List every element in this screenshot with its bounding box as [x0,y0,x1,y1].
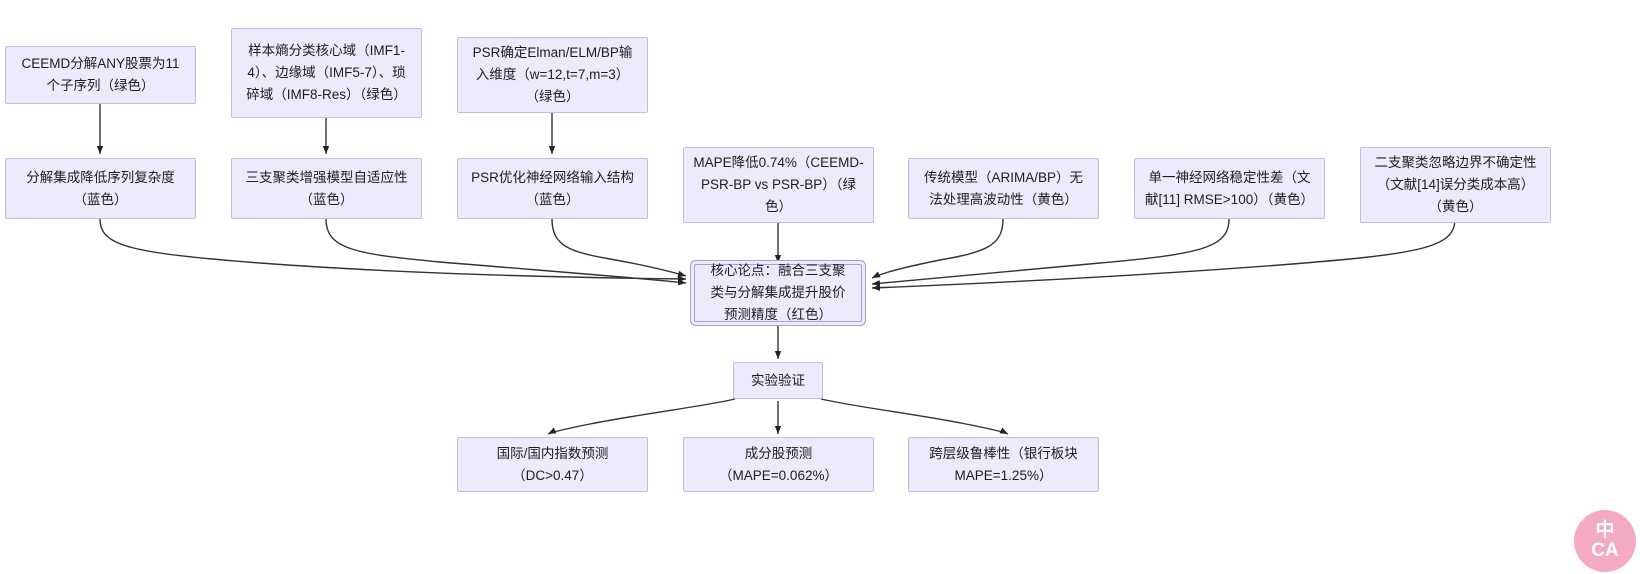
node-psr-structure[interactable]: PSR优化神经网络输入结构（蓝色） [457,158,648,219]
node-cross-layer-robust-label: 跨层级鲁棒性（银行板块MAPE=1.25%） [929,445,1078,483]
watermark-badge: 中 CA [1574,510,1636,572]
node-cross-layer-robust[interactable]: 跨层级鲁棒性（银行板块MAPE=1.25%） [908,437,1099,492]
node-constituent-forecast-label: 成分股预测（MAPE=0.062%） [719,445,838,483]
node-psr-dim-label: PSR确定Elman/ELM/BP输入维度（w=12,t=7,m=3）（绿色） [472,45,633,104]
node-single-nn-unstable-label: 单一神经网络稳定性差（文献[11] RMSE>100）（黄色） [1145,169,1314,207]
node-threeway-adaptive-label: 三支聚类增强模型自适应性（蓝色） [245,169,408,207]
edge-decomp-to-core [99,218,687,283]
node-ceemd-label: CEEMD分解ANY股票为11个子序列（绿色） [21,56,180,93]
node-experiment-label: 实验验证 [751,372,805,388]
node-sampen-label: 样本熵分类核心域（IMF1-4）、边缘域（IMF5-7）、琐碎域（IMF8-Re… [246,43,407,102]
node-decomp-complexity-label: 分解集成降低序列复杂度（蓝色） [26,169,175,207]
node-ceemd[interactable]: CEEMD分解ANY股票为11个子序列（绿色） [5,46,196,104]
node-threeway-adaptive[interactable]: 三支聚类增强模型自适应性（蓝色） [231,158,422,219]
node-twoway-ignore-label: 二支聚类忽略边界不确定性（文献[14]误分类成本高）（黄色） [1374,155,1537,214]
edge-experiment-to-robust [820,398,1009,435]
node-single-nn-unstable[interactable]: 单一神经网络稳定性差（文献[11] RMSE>100）（黄色） [1134,158,1325,219]
edge-traditional-to-core [871,218,1004,279]
node-mape-drop-label: MAPE降低0.74%（CEEMD-PSR-BP vs PSR-BP）（绿色） [693,155,864,214]
node-twoway-ignore[interactable]: 二支聚类忽略边界不确定性（文献[14]误分类成本高）（黄色） [1360,147,1551,223]
node-traditional-fail[interactable]: 传统模型（ARIMA/BP）无法处理高波动性（黄色） [908,158,1099,219]
node-decomp-complexity[interactable]: 分解集成降低序列复杂度（蓝色） [5,158,196,219]
node-index-forecast[interactable]: 国际/国内指数预测（DC>0.47） [457,437,648,492]
node-core-claim-label: 核心论点：融合三支聚类与分解集成提升股价预测精度（红色） [710,263,846,322]
watermark-line2: CA [1591,540,1619,561]
node-traditional-fail-label: 传统模型（ARIMA/BP）无法处理高波动性（黄色） [923,169,1083,207]
node-sampen[interactable]: 样本熵分类核心域（IMF1-4）、边缘域（IMF5-7）、琐碎域（IMF8-Re… [231,28,422,118]
node-experiment[interactable]: 实验验证 [733,362,823,399]
edge-threeway-to-core [325,218,687,286]
node-core-claim[interactable]: 核心论点：融合三支聚类与分解集成提升股价预测精度（红色） [694,263,862,322]
edge-psr-structure-to-core [551,218,687,277]
node-psr-structure-label: PSR优化神经网络输入结构（蓝色） [471,169,634,207]
watermark-line1: 中 [1595,520,1615,542]
node-constituent-forecast[interactable]: 成分股预测（MAPE=0.062%） [683,437,874,492]
node-psr-dim[interactable]: PSR确定Elman/ELM/BP输入维度（w=12,t=7,m=3）（绿色） [457,37,648,113]
edge-experiment-to-index [547,398,736,435]
node-index-forecast-label: 国际/国内指数预测（DC>0.47） [496,445,609,483]
edge-twoway-to-core [871,218,1456,291]
edge-single-nn-to-core [871,218,1230,287]
node-mape-drop[interactable]: MAPE降低0.74%（CEEMD-PSR-BP vs PSR-BP）（绿色） [683,147,874,223]
